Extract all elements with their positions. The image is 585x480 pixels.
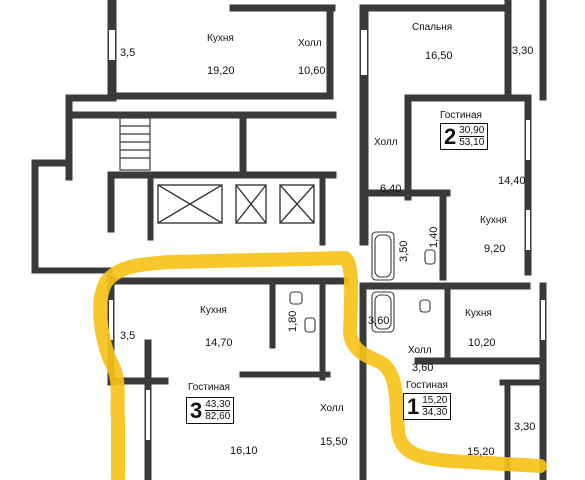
window [109,30,115,60]
room-label-kitchen: Кухня [480,215,507,226]
wall [504,379,511,480]
wall [31,159,39,273]
toilet [424,249,436,265]
room-label-kitchen: Кухня [207,33,234,44]
wall [107,92,334,100]
wall [439,189,447,281]
room-label-hall: Холл [374,137,398,148]
wall [31,267,113,274]
area-bath: 3,50 [398,240,410,262]
wall [107,171,115,233]
window [109,300,113,340]
window [541,300,545,340]
room-label-hall: Холл [320,403,344,414]
wall [499,379,546,386]
wall [404,94,412,201]
wall [147,174,154,241]
wall [319,174,326,246]
wall [65,94,73,181]
apartment-badge-3: 3 43,30 82,60 [186,397,235,424]
total-area: 34,30 [422,407,448,418]
total-area: 53,10 [459,137,485,148]
wall [326,4,334,98]
wall [524,94,532,276]
dim-side: 3,5 [120,330,136,342]
room-label-living: Гостиная [440,110,482,121]
wall [239,371,331,378]
room-label-living: Гостиная [406,380,448,391]
wall [319,279,326,381]
wall [107,277,349,285]
walls [31,0,547,480]
area-hall: 10,60 [298,65,326,77]
area-kitchen: 9,20 [484,243,506,255]
window [146,390,150,440]
elevators [157,184,315,224]
wall [404,94,531,102]
wall [269,277,276,349]
area-hall: 15,50 [320,436,348,448]
area-hall: 3,60 [412,362,434,374]
room-label-bedroom: Спальня [412,22,453,33]
sink [419,299,431,313]
wall [444,282,451,364]
area-hall: 6,40 [380,183,402,195]
apartment-number: 2 [444,123,457,149]
wall [359,282,367,480]
wall [359,189,451,197]
dim-side: 3,5 [120,47,136,59]
area-kitchen: 14,70 [205,337,233,349]
area-balcony: 3,30 [514,421,536,433]
windows [109,30,545,440]
wall [31,159,71,167]
area-bath: 3,60 [368,315,390,327]
area-balcony: 3,30 [512,45,534,57]
living-area: 15,20 [422,395,448,407]
apartment-badge-1: 1 15,20 34,30 [403,393,452,420]
wall [107,377,169,385]
wall [107,171,337,179]
area-kitchen: 19,20 [207,65,235,77]
apartment-number: 3 [190,397,203,423]
living-area: 30,90 [459,125,485,137]
toilet [304,317,316,333]
area-bedroom: 16,50 [425,50,453,62]
living-area: 43,30 [205,399,231,411]
wall [414,357,546,365]
room-label-kitchen: Кухня [465,308,492,319]
area-wc: 1,80 [287,310,299,332]
room-label-living: Гостиная [188,382,230,393]
highlight-outline [93,251,547,480]
wall [359,4,511,12]
apartment-badge-2: 2 30,90 53,10 [440,123,489,150]
wall [65,111,337,119]
window [361,30,367,75]
fixtures [289,231,436,333]
stairs [119,117,151,171]
wall [504,0,512,96]
staircase [119,117,151,171]
area-living-room: 16,10 [230,445,258,457]
wall [229,4,336,12]
total-area: 82,60 [205,411,231,422]
area-kitchen: 10,20 [468,337,496,349]
room-label-hall: Холл [408,345,432,356]
wall [539,0,547,101]
area-living-room: 14,40 [498,175,526,187]
area-wc: 1,40 [428,226,440,248]
sink [289,291,303,305]
wall [239,111,247,173]
window [526,210,530,250]
apartment-number: 1 [407,393,420,419]
wall [65,94,117,102]
room-label-hall: Холл [298,38,322,49]
room-label-kitchen: Кухня [200,305,227,316]
area-living-room: 15,20 [467,446,495,458]
window [526,120,530,160]
